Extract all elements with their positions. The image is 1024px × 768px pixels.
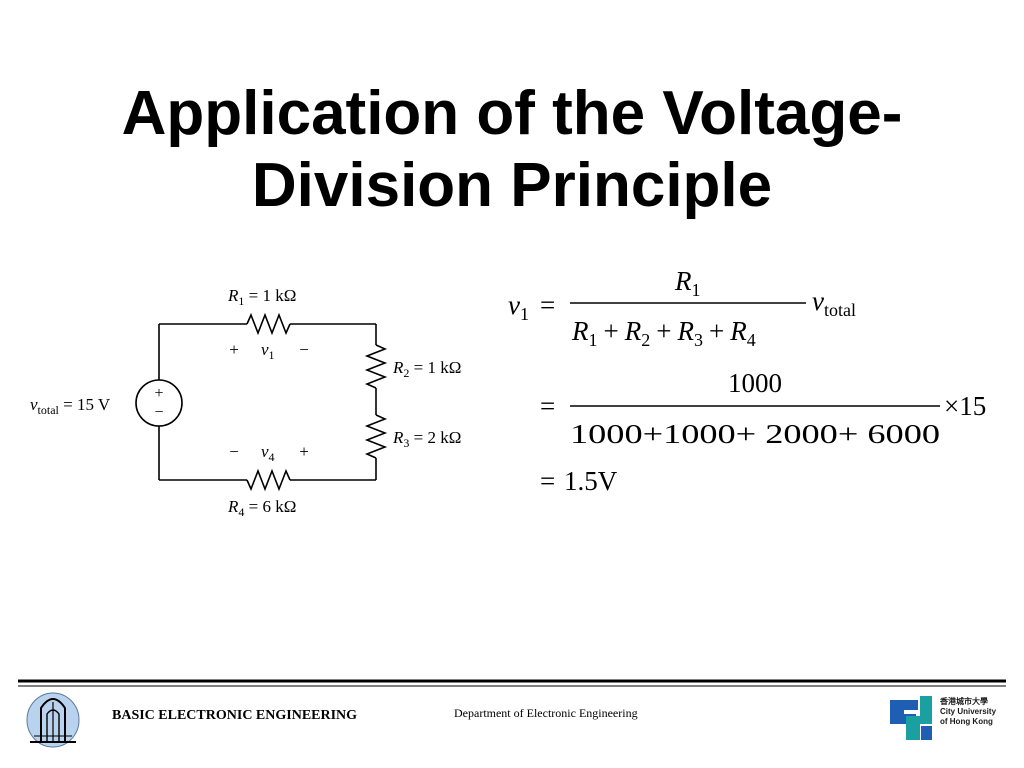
source-label: vtotal = 15 V bbox=[30, 395, 111, 417]
eq3-equals: = bbox=[540, 466, 555, 496]
resistor-r4 bbox=[246, 468, 291, 492]
circuit-labels: + − vtotal = 15 V R1 = 1 kΩ R2 = 1 kΩ R3… bbox=[30, 286, 461, 519]
eq3-result: 1.5V bbox=[564, 466, 618, 496]
circuit-diagram bbox=[135, 312, 388, 492]
slide-title-line1: Application of the Voltage- bbox=[121, 79, 903, 148]
university-name: 香港城市大學 City University of Hong Kong bbox=[940, 697, 1020, 727]
v4-plus: + bbox=[299, 442, 309, 461]
v4-label: v4 bbox=[261, 442, 275, 464]
university-name-line1: City University bbox=[940, 707, 997, 716]
source-minus: − bbox=[154, 404, 163, 421]
resistor-r1 bbox=[246, 312, 291, 336]
university-name-line2: of Hong Kong bbox=[940, 717, 993, 726]
resistor-r3 bbox=[364, 414, 388, 459]
university-logo bbox=[890, 696, 932, 740]
eq2-times: ×15 bbox=[944, 391, 986, 421]
resistor-r2 bbox=[364, 344, 388, 389]
r3-label: R3 = 2 kΩ bbox=[392, 428, 461, 450]
slide-title-line2: Division Principle bbox=[251, 151, 773, 220]
department-logo bbox=[26, 692, 80, 748]
eq1-factor: vtotal bbox=[812, 286, 856, 320]
v1-plus: + bbox=[229, 340, 239, 359]
v1-minus: − bbox=[299, 340, 309, 359]
r4-label: R4 = 6 kΩ bbox=[227, 497, 296, 519]
equations: v1 = R1 R1+R2+R3+R4 vtotal = 1000 1000+1… bbox=[508, 266, 986, 496]
eq1-equals: = bbox=[540, 290, 555, 320]
r2-label: R2 = 1 kΩ bbox=[392, 358, 461, 380]
source-plus: + bbox=[154, 385, 163, 402]
v4-minus: − bbox=[229, 442, 239, 461]
eq1-numerator: R1 bbox=[674, 266, 701, 300]
eq1-denominator: R1+R2+R3+R4 bbox=[571, 316, 756, 350]
footer-rule bbox=[18, 679, 1006, 687]
university-name-chinese: 香港城市大學 bbox=[940, 697, 988, 706]
v1-label: v1 bbox=[261, 340, 275, 362]
eq1-lhs: v1 bbox=[508, 290, 529, 324]
course-name: BASIC ELECTRONIC ENGINEERING bbox=[112, 708, 358, 723]
r1-label: R1 = 1 kΩ bbox=[227, 286, 296, 308]
slide-title: Application of the Voltage- Division Pri… bbox=[0, 78, 1024, 222]
department-name: Department of Electronic Engineering bbox=[454, 706, 638, 720]
eq2-equals: = bbox=[540, 391, 555, 421]
eq2-denominator: 1000+1000+ 2000+ 6000 bbox=[570, 419, 940, 449]
eq2-numerator: 1000 bbox=[728, 368, 782, 398]
